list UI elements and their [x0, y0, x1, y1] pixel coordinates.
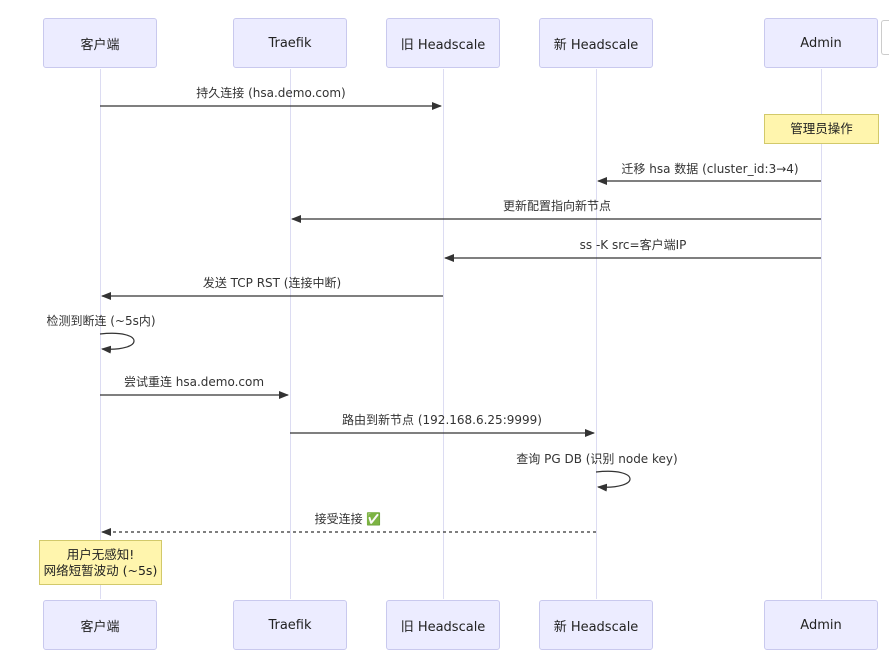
actor-old-headscale-bottom: 旧 Headscale [386, 600, 500, 650]
note-admin-operation: 管理员操作 [764, 114, 879, 144]
note-user-line1: 用户无感知! [66, 546, 135, 562]
label-migrate-data: 迁移 hsa 数据 (cluster_id:3→4) [621, 162, 799, 176]
label-update-config: 更新配置指向新节点 [502, 199, 612, 213]
lifeline-new-headscale [596, 69, 597, 599]
label-detect-disconnect: 检测到断连 (~5s内) [46, 314, 156, 328]
note-user-unaware: 用户无感知! 网络短暂波动 (~5s) [39, 540, 162, 585]
label-query-pg: 查询 PG DB (识别 node key) [516, 452, 678, 466]
actor-new-headscale-bottom: 新 Headscale [539, 600, 653, 650]
actor-admin-top: Admin [764, 18, 878, 68]
label-route-new-node: 路由到新节点 (192.168.6.25:9999) [342, 413, 542, 427]
arrow-detect-disconnect [99, 332, 135, 354]
lifeline-old-headscale [443, 69, 444, 599]
actor-traefik-bottom: Traefik [233, 600, 347, 650]
label-ss-kill: ss -K src=客户端IP [579, 238, 687, 252]
lifeline-traefik [290, 69, 291, 599]
label-reconnect: 尝试重连 hsa.demo.com [123, 375, 265, 389]
actor-new-headscale-top: 新 Headscale [539, 18, 653, 68]
label-tcp-rst: 发送 TCP RST (连接中断) [202, 276, 342, 290]
note-user-line2: 网络短暂波动 (~5s) [43, 562, 158, 578]
actor-traefik-top: Traefik [233, 18, 347, 68]
actor-client-top: 客户端 [43, 18, 157, 68]
actor-admin-bottom: Admin [764, 600, 878, 650]
arrow-query-pg [595, 470, 631, 492]
actor-old-headscale-top: 旧 Headscale [386, 18, 500, 68]
label-accept-connection: 接受连接 ✅ [314, 512, 382, 526]
actor-client-bottom: 客户端 [43, 600, 157, 650]
lifeline-admin [821, 69, 822, 599]
label-persistent-connection: 持久连接 (hsa.demo.com) [196, 86, 346, 100]
scroll-edge [881, 20, 889, 55]
